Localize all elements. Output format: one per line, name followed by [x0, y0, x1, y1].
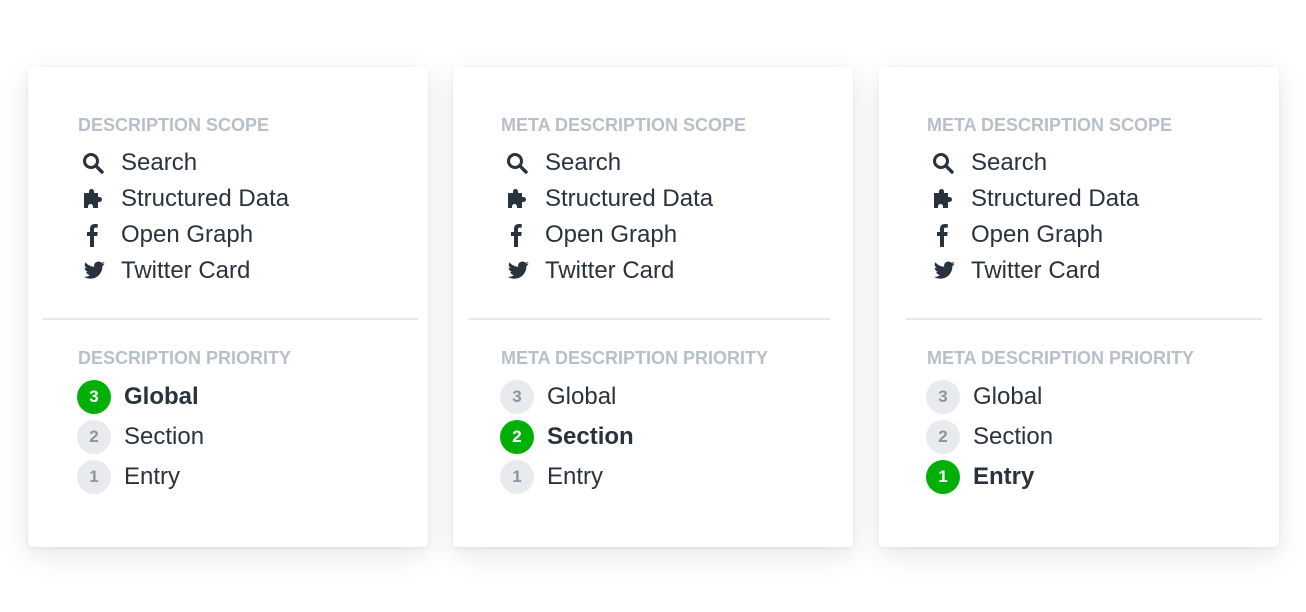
- divider: [906, 318, 1262, 320]
- meta-description-card-entry: META DESCRIPTION SCOPE Search Structured…: [879, 67, 1279, 547]
- scope-item-label: Structured Data: [971, 185, 1140, 212]
- priority-title: DESCRIPTION PRIORITY: [78, 348, 292, 368]
- priority-label: Entry: [547, 463, 604, 490]
- priority-badge: 1: [77, 460, 111, 494]
- priority-list: 3 Global 2 Section 1 Entry: [926, 377, 1053, 497]
- divider: [43, 318, 418, 320]
- puzzle-icon: [506, 187, 532, 211]
- priority-item-global[interactable]: 3 Global: [926, 377, 1053, 417]
- priority-list: 3 Global 2 Section 1 Entry: [500, 377, 634, 497]
- scope-item-open-graph: Open Graph: [932, 217, 1139, 253]
- priority-label: Section: [124, 423, 205, 450]
- priority-label: Entry: [124, 463, 181, 490]
- scope-item-label: Twitter Card: [121, 257, 251, 284]
- scope-item-twitter-card: Twitter Card: [932, 253, 1139, 289]
- twitter-icon: [82, 259, 108, 283]
- scope-item-label: Structured Data: [545, 185, 714, 212]
- scope-item-label: Structured Data: [121, 185, 290, 212]
- priority-title: META DESCRIPTION PRIORITY: [501, 348, 769, 368]
- priority-item-entry[interactable]: 1 Entry: [77, 457, 204, 497]
- scope-item-search: Search: [506, 145, 713, 181]
- priority-label: Section: [973, 423, 1054, 450]
- scope-list: Search Structured Data Open Graph Twitte…: [932, 145, 1139, 289]
- scope-item-label: Search: [971, 149, 1048, 176]
- priority-label: Section: [547, 423, 634, 450]
- priority-item-section[interactable]: 2 Section: [926, 417, 1053, 457]
- search-icon: [506, 151, 532, 175]
- priority-item-entry[interactable]: 1 Entry: [926, 457, 1053, 497]
- facebook-icon: [932, 223, 958, 247]
- scope-item-label: Search: [545, 149, 622, 176]
- priority-item-section[interactable]: 2 Section: [77, 417, 204, 457]
- scope-item-label: Twitter Card: [545, 257, 675, 284]
- scope-item-structured-data: Structured Data: [932, 181, 1139, 217]
- priority-item-global[interactable]: 3 Global: [77, 377, 204, 417]
- priority-label: Global: [973, 383, 1043, 410]
- scope-list: Search Structured Data Open Graph Twitte…: [506, 145, 713, 289]
- priority-badge: 1: [500, 460, 534, 494]
- scope-title: META DESCRIPTION SCOPE: [927, 115, 1173, 135]
- twitter-icon: [506, 259, 532, 283]
- scope-title: DESCRIPTION SCOPE: [78, 115, 270, 135]
- puzzle-icon: [932, 187, 958, 211]
- priority-item-global[interactable]: 3 Global: [500, 377, 634, 417]
- scope-item-open-graph: Open Graph: [82, 217, 289, 253]
- scope-item-search: Search: [932, 145, 1139, 181]
- priority-badge: 2: [500, 420, 534, 454]
- scope-item-structured-data: Structured Data: [506, 181, 713, 217]
- facebook-icon: [506, 223, 532, 247]
- priority-badge: 3: [926, 380, 960, 414]
- scope-item-label: Open Graph: [121, 221, 254, 248]
- priority-badge: 3: [500, 380, 534, 414]
- scope-item-label: Search: [121, 149, 198, 176]
- scope-item-label: Twitter Card: [971, 257, 1101, 284]
- description-card: DESCRIPTION SCOPE Search Structured Data…: [28, 67, 428, 547]
- priority-list: 3 Global 2 Section 1 Entry: [77, 377, 204, 497]
- scope-item-twitter-card: Twitter Card: [506, 253, 713, 289]
- priority-label: Entry: [973, 463, 1035, 490]
- scope-list: Search Structured Data Open Graph Twitte…: [82, 145, 289, 289]
- priority-item-entry[interactable]: 1 Entry: [500, 457, 634, 497]
- priority-item-section[interactable]: 2 Section: [500, 417, 634, 457]
- scope-title: META DESCRIPTION SCOPE: [501, 115, 747, 135]
- priority-badge: 1: [926, 460, 960, 494]
- scope-item-structured-data: Structured Data: [82, 181, 289, 217]
- priority-title: META DESCRIPTION PRIORITY: [927, 348, 1195, 368]
- puzzle-icon: [82, 187, 108, 211]
- scope-item-label: Open Graph: [545, 221, 678, 248]
- priority-badge: 2: [926, 420, 960, 454]
- search-icon: [82, 151, 108, 175]
- priority-badge: 3: [77, 380, 111, 414]
- scope-item-twitter-card: Twitter Card: [82, 253, 289, 289]
- priority-label: Global: [547, 383, 617, 410]
- priority-label: Global: [124, 383, 199, 410]
- divider: [468, 318, 830, 320]
- facebook-icon: [82, 223, 108, 247]
- scope-item-search: Search: [82, 145, 289, 181]
- twitter-icon: [932, 259, 958, 283]
- meta-description-card-section: META DESCRIPTION SCOPE Search Structured…: [453, 67, 853, 547]
- scope-item-open-graph: Open Graph: [506, 217, 713, 253]
- priority-badge: 2: [77, 420, 111, 454]
- scope-item-label: Open Graph: [971, 221, 1104, 248]
- search-icon: [932, 151, 958, 175]
